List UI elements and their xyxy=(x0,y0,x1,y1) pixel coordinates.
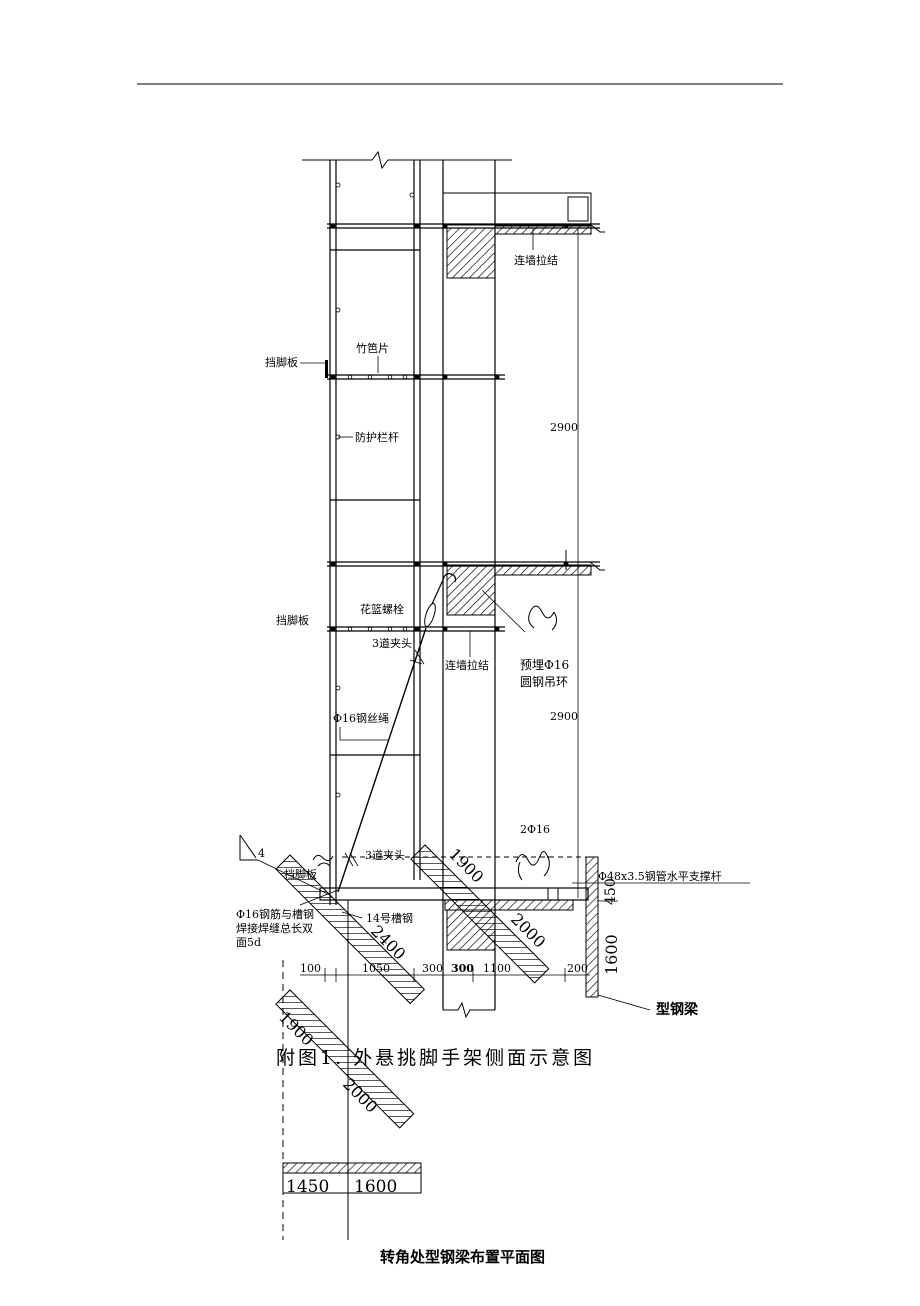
label-channel-14: 14号槽钢 xyxy=(366,912,413,925)
label-guardrail: 防护栏杆 xyxy=(355,430,399,444)
slab-mid xyxy=(446,550,605,616)
figure-title: 附图1. 外悬挑脚手架侧面示意图 xyxy=(276,1047,595,1069)
label-2phi16: 2Φ16 xyxy=(520,823,550,836)
label-wire-rope: Φ16钢丝绳 xyxy=(333,711,389,725)
dim-row-bottom xyxy=(300,968,590,982)
label-clamps-2: 3道夹头 xyxy=(365,848,405,862)
dim-1600: 1600 xyxy=(602,934,621,975)
diagonal-beam-1 xyxy=(275,854,426,1005)
label-clamps-1: 3道夹头 xyxy=(372,636,412,650)
label-weld-2: 焊接焊缝总长双 xyxy=(236,921,313,935)
label-turnbuckle: 花篮螺栓 xyxy=(360,602,404,616)
diagonal-beam-2 xyxy=(410,844,550,984)
label-weld-3: 面5d xyxy=(236,936,261,949)
steel-beam-plate xyxy=(585,856,618,998)
dim-450: 450 xyxy=(603,878,619,905)
diagonal-beam-3 xyxy=(275,989,415,1129)
dim-200: 200 xyxy=(567,962,588,975)
label-embed-1: 预埋Φ16 xyxy=(520,658,569,672)
label-tie-top: 连墙拉结 xyxy=(514,253,558,267)
label-toe-board-2: 挡脚板 xyxy=(276,613,309,627)
dim-100: 100 xyxy=(300,962,321,975)
turnbuckle xyxy=(424,573,457,627)
pole-joints xyxy=(335,182,415,798)
plan-title: 转角处型钢梁布置平面图 xyxy=(380,1248,545,1266)
label-embed-2: 圆钢吊环 xyxy=(520,675,568,689)
dim-2900-lower: 2900 xyxy=(550,710,578,723)
dim-300-b: 300 xyxy=(451,962,474,975)
deck-dots xyxy=(347,374,408,632)
label-weld-1: Φ16钢筋与槽钢 xyxy=(236,907,314,921)
label-toe-board-1: 挡脚板 xyxy=(265,355,298,369)
label-steel-beam: 型钢梁 xyxy=(656,1001,699,1018)
label-four: 4 xyxy=(258,847,265,860)
dim-2900-upper: 2900 xyxy=(550,421,578,434)
label-steel-pipe: Φ48x3.5钢管水平支撑杆 xyxy=(598,869,722,883)
dim-1100: 1100 xyxy=(483,962,511,975)
label-tie-mid: 连墙拉结 xyxy=(445,658,489,672)
slab-top xyxy=(442,192,605,279)
dim-1450: 1450 xyxy=(286,1177,329,1197)
dim-300-a: 300 xyxy=(422,962,443,975)
dim-1600-plan: 1600 xyxy=(354,1177,397,1197)
dim-1050: 1050 xyxy=(362,962,390,975)
label-bamboo-mat: 竹笆片 xyxy=(356,341,389,355)
wire-rope xyxy=(337,627,427,893)
plan-bottom-beam xyxy=(282,1162,422,1194)
break-line-top xyxy=(302,150,512,170)
